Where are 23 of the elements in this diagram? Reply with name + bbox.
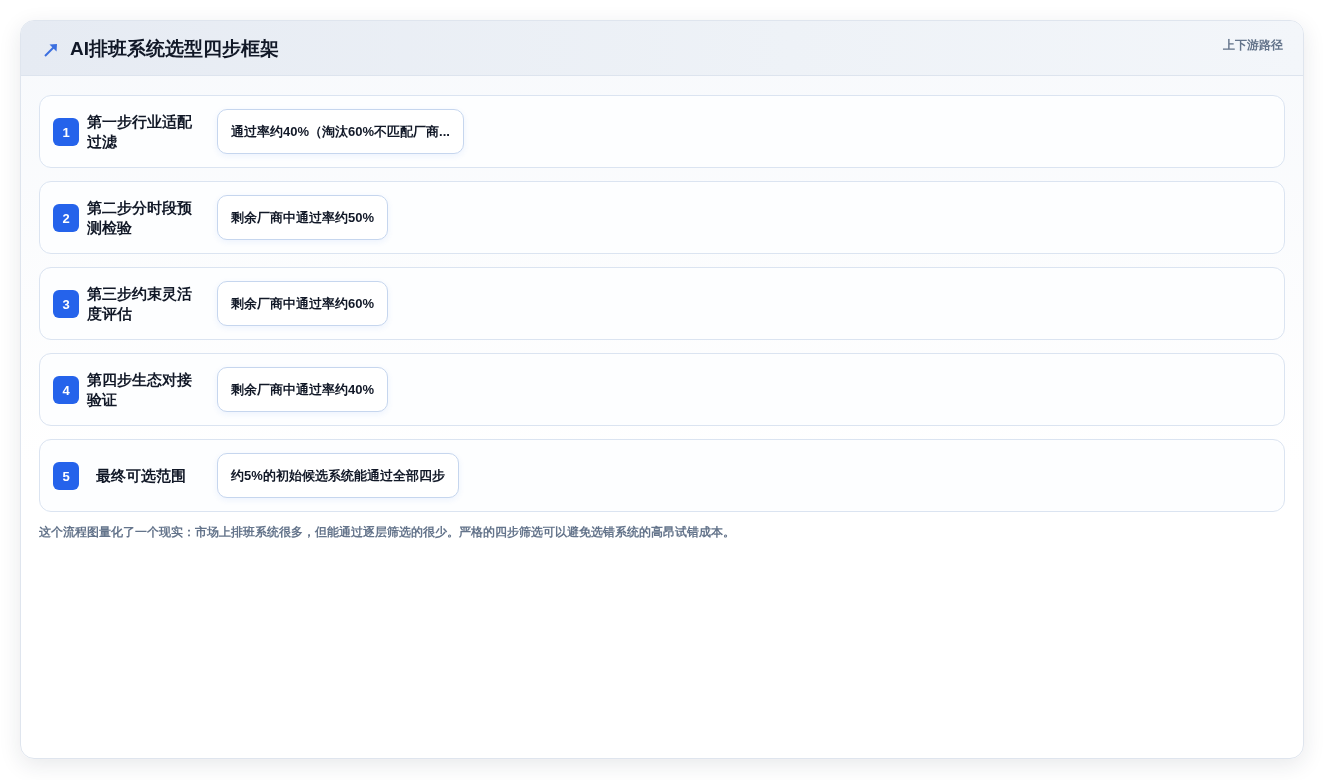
step-card	[39, 439, 1285, 512]
pass-rate-tag: 通过率约40%（淘汰60%不匹配厂商...	[217, 109, 464, 154]
step-title: 第四步生态对接验证	[87, 370, 193, 410]
step-title: 第二步分时段预测检验	[87, 198, 193, 238]
step-title: 最终可选范围	[96, 466, 186, 486]
step-card	[39, 353, 1285, 426]
step-number-badge: 2	[53, 204, 79, 232]
pass-rate-tag: 剩余厂商中通过率约60%	[217, 281, 389, 326]
step-number-badge: 1	[53, 118, 79, 146]
top-right-label: 上下游路径	[1223, 37, 1283, 54]
pass-rate-tag: 剩余厂商中通过率约50%	[217, 195, 389, 240]
step-card	[39, 181, 1285, 254]
step-title: 第一步行业适配过滤	[87, 112, 193, 152]
caption-note: 这个流程图量化了一个现实：市场上排班系统很多，但能通过逐层筛选的很少。严格的四步筛选可以避免选错系统的高昂试错成本。	[39, 524, 735, 541]
pass-rate-tag: 约5%的初始候选系统能通过全部四步	[217, 453, 459, 498]
diagram-title: AI排班系统选型四步框架	[70, 37, 279, 61]
step-card	[39, 95, 1285, 168]
step-title: 第三步约束灵活度评估	[87, 284, 193, 324]
step-number-badge: 5	[53, 462, 79, 490]
step-number-badge: 3	[53, 290, 79, 318]
step-number-badge: 4	[53, 376, 79, 404]
pass-rate-tag: 剩余厂商中通过率约40%	[217, 367, 389, 412]
step-card	[39, 267, 1285, 340]
